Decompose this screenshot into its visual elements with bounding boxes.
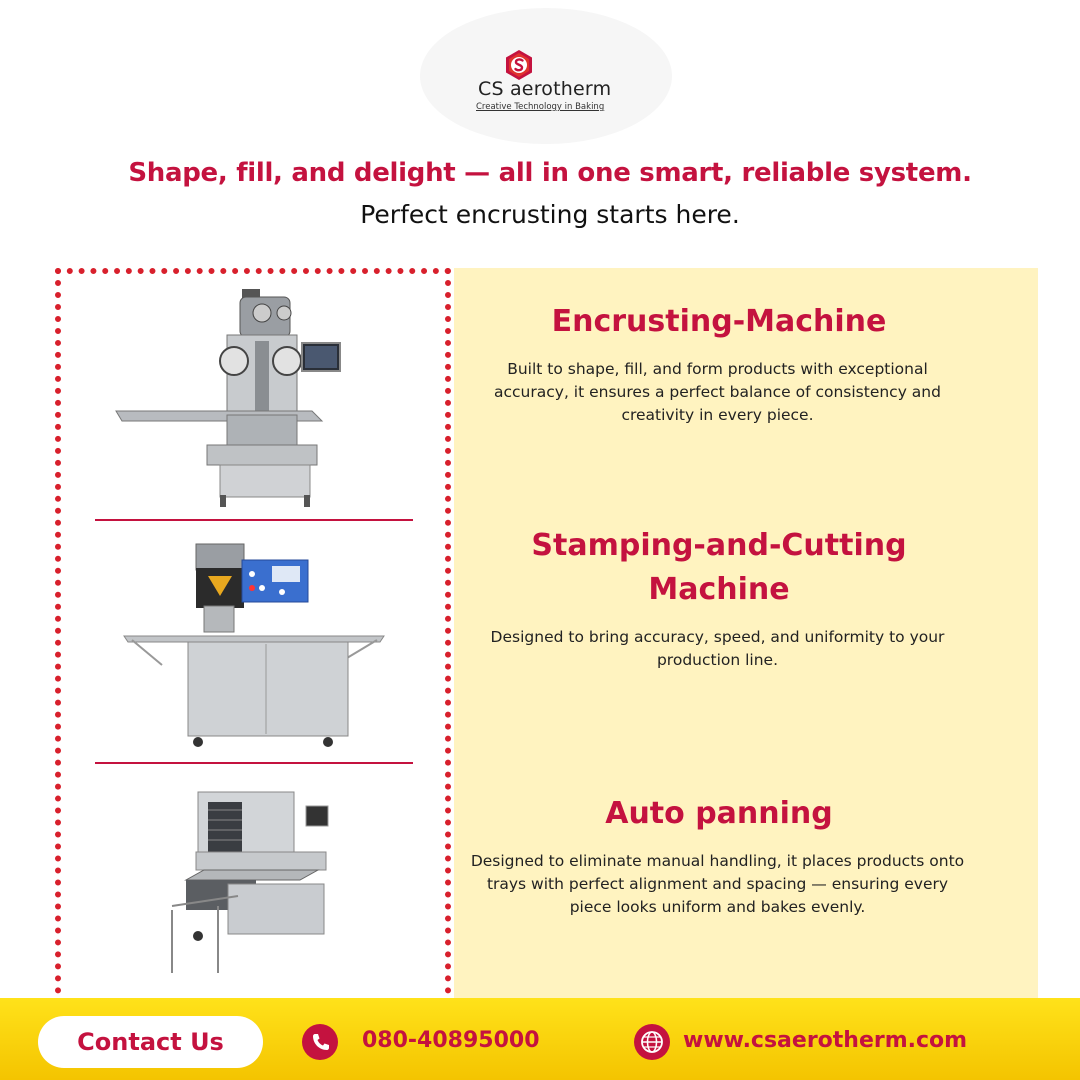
product-title: Machine [648, 572, 790, 607]
phone-number[interactable]: 080-40895000 [362, 1028, 540, 1053]
product-title: Auto panning [605, 796, 833, 831]
stamping-cutting-machine-image [123, 543, 385, 747]
logo-background [420, 8, 672, 144]
brand-name: CS aerotherm [478, 78, 612, 100]
brand-tagline: Creative Technology in Baking [476, 102, 605, 112]
machine-descriptions-panel [454, 268, 1038, 998]
product-title: Encrusting-Machine [551, 304, 887, 339]
divider [95, 762, 413, 764]
product-description: Designed to bring accuracy, speed, and u… [490, 628, 945, 669]
product-description: Built to shape, fill, and form products … [494, 360, 941, 424]
auto-panning-machine-image [171, 791, 329, 973]
encrusting-machine-image [115, 289, 341, 507]
headline: Shape, fill, and delight — all in one sm… [128, 158, 972, 188]
globe-icon [634, 1024, 670, 1060]
website-link[interactable]: www.csaerotherm.com [683, 1028, 968, 1053]
phone-icon [302, 1024, 338, 1060]
contact-us-button[interactable]: Contact Us [38, 1016, 263, 1068]
machine-images-panel [55, 268, 451, 994]
product-title: Stamping-and-Cutting [531, 528, 907, 563]
brand-logo-icon [506, 50, 532, 80]
divider [95, 519, 413, 521]
subheadline: Perfect encrusting starts here. [360, 200, 740, 229]
product-description: Designed to eliminate manual handling, i… [470, 852, 965, 916]
